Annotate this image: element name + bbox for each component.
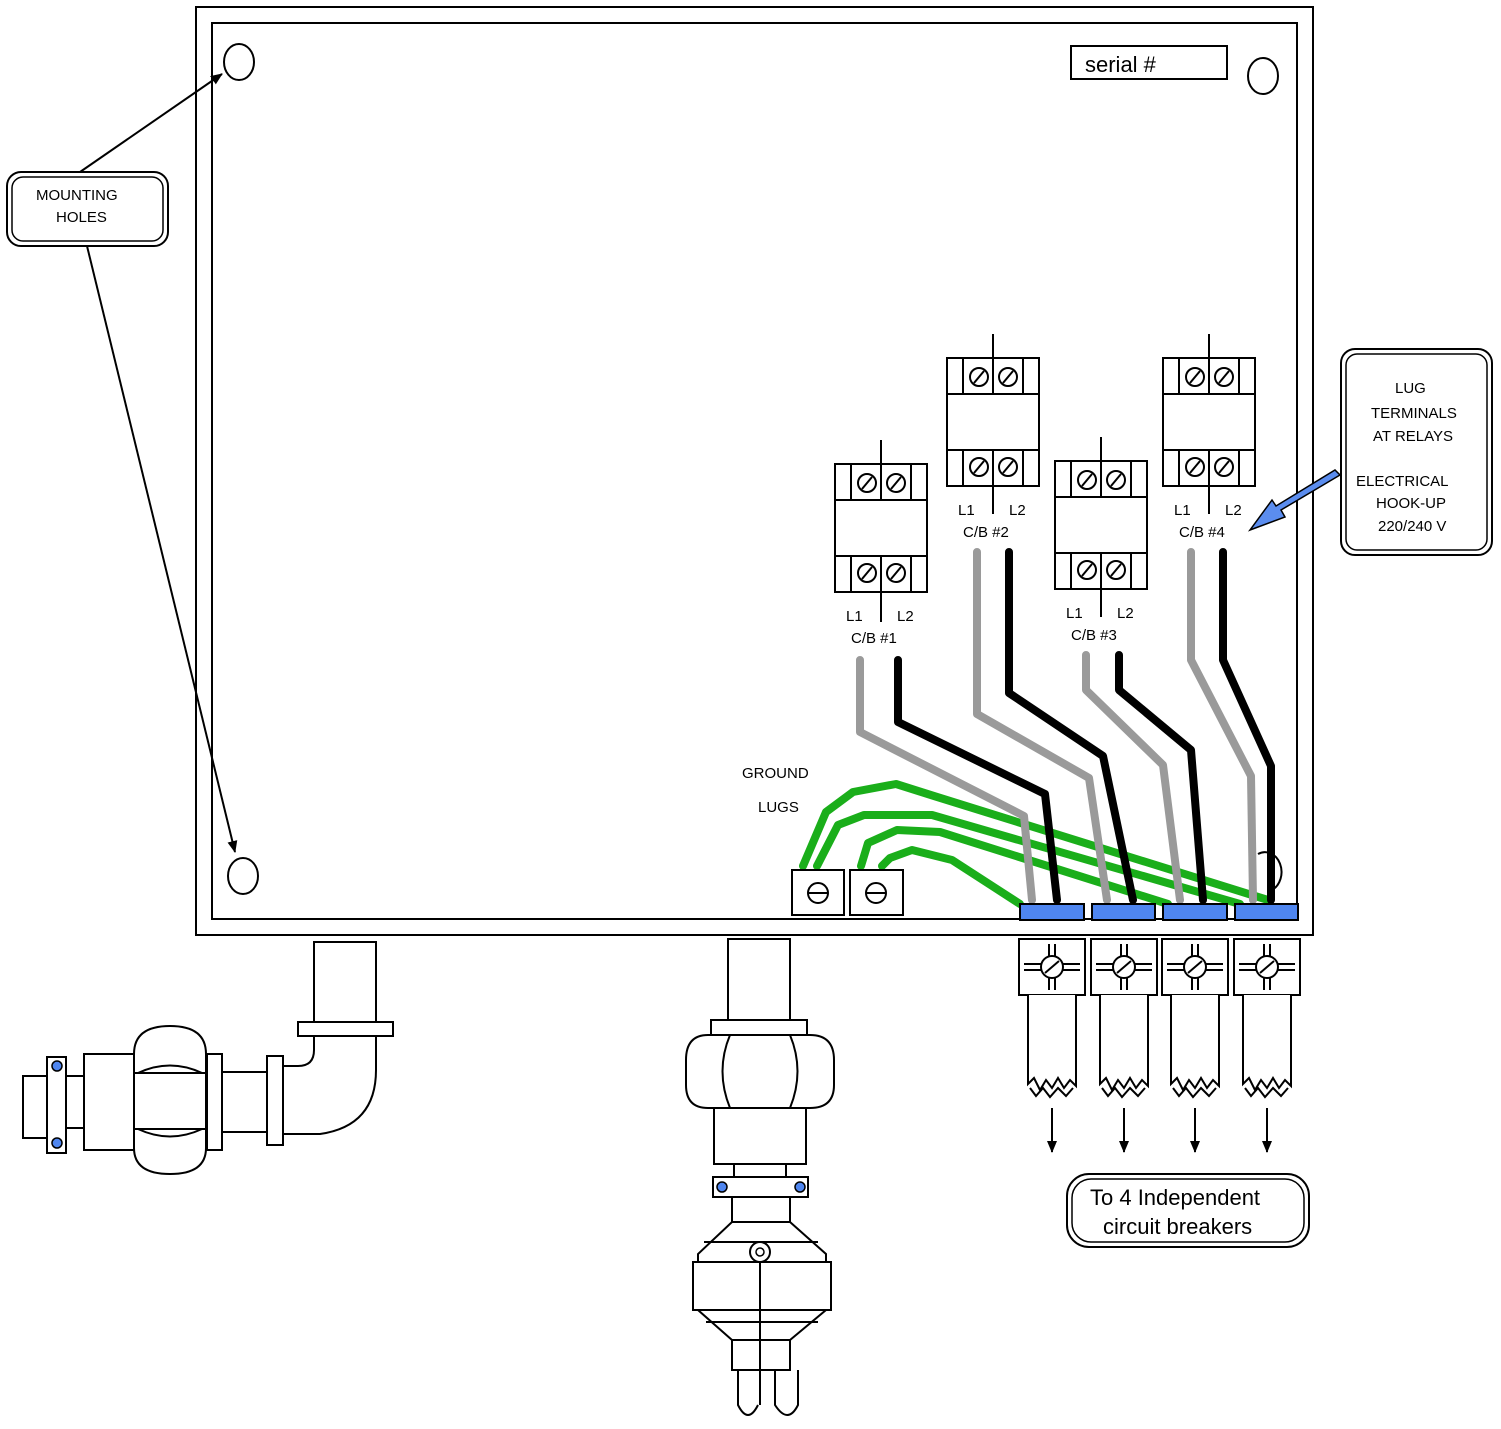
terminal-block — [1091, 903, 1156, 921]
output-lug-3 — [1161, 938, 1229, 1153]
output-lug-4 — [1233, 938, 1301, 1153]
output-lugs — [1018, 938, 1301, 1153]
relay-l2-label: L2 — [897, 608, 914, 625]
wire-l1-cb4 — [1187, 548, 1257, 904]
relay-l1-label: L1 — [958, 502, 975, 519]
straight-fitting — [685, 938, 835, 1416]
serial-plate: serial # — [1070, 45, 1228, 80]
terminal-blocks — [1019, 903, 1299, 921]
wire-l2-cb4 — [1219, 548, 1275, 904]
ground-wires — [799, 780, 1272, 908]
lug-label: LUG — [1395, 380, 1426, 397]
output-lug-2 — [1090, 938, 1158, 1153]
wire-l2-cb2 — [1005, 548, 1137, 904]
callout-arrow — [1247, 469, 1342, 532]
terminal-block — [1234, 903, 1299, 921]
mounting-holes — [223, 43, 1283, 895]
wire-l2-cb3 — [1115, 651, 1207, 904]
relay-cb-1 — [834, 440, 928, 622]
ground-label: GROUND — [742, 765, 809, 782]
lug-terminals-callout: LUG TERMINALS AT RELAYS ELECTRICAL HOOK-… — [1247, 348, 1493, 556]
relay-l1-label: L1 — [846, 608, 863, 625]
relay-name-label: C/B #1 — [851, 630, 897, 647]
serial-label: serial # — [1085, 52, 1157, 77]
breakers-label: circuit breakers — [1103, 1214, 1252, 1239]
mounting-holes-label: MOUNTING — [36, 187, 118, 204]
breakers-label: To 4 Independent — [1090, 1185, 1260, 1210]
lug-label: ELECTRICAL — [1356, 473, 1449, 490]
line-wires — [856, 548, 1275, 904]
relay-name-label: C/B #2 — [963, 524, 1009, 541]
mounting-hole — [1257, 851, 1283, 891]
mounting-hole — [227, 857, 259, 895]
relay-l2-label: L2 — [1009, 502, 1026, 519]
wire-l1-cb2 — [973, 548, 1111, 904]
wire-l2-cb1 — [894, 656, 1061, 904]
mounting-holes-label: HOLES — [56, 209, 107, 226]
relay-l2-label: L2 — [1225, 502, 1242, 519]
terminal-block — [1019, 903, 1085, 921]
ground-label: LUGS — [758, 799, 799, 816]
lug-label: AT RELAYS — [1373, 428, 1453, 445]
terminal-block — [1162, 903, 1228, 921]
relay-cb-3 — [1054, 437, 1148, 617]
relay-cb-2 — [946, 334, 1040, 514]
lug-label: 220/240 V — [1378, 518, 1446, 535]
relay-l1-label: L1 — [1174, 502, 1191, 519]
mounting-hole — [1247, 57, 1279, 95]
relay-l1-label: L1 — [1066, 605, 1083, 622]
lug-label: TERMINALS — [1371, 405, 1457, 422]
relay-cb-4 — [1162, 334, 1256, 514]
breakers-callout: To 4 Independent circuit breakers — [1066, 1173, 1310, 1248]
mounting-hole — [223, 43, 255, 81]
relay-labels: L1 L2 C/B #1 L1 L2 C/B #2 L1 L2 C/B #3 L… — [846, 502, 1242, 647]
mounting-holes-callout: MOUNTING HOLES — [6, 73, 238, 853]
lug-label: HOOK-UP — [1376, 495, 1446, 512]
relay-name-label: C/B #4 — [1179, 524, 1225, 541]
ground-lugs — [791, 869, 904, 916]
wire-l1-cb3 — [1082, 651, 1184, 904]
elbow-fitting — [22, 941, 394, 1176]
relay-l2-label: L2 — [1117, 605, 1134, 622]
output-lug-1 — [1018, 938, 1086, 1153]
relay-name-label: C/B #3 — [1071, 627, 1117, 644]
wire-l1-cb1 — [856, 656, 1036, 904]
